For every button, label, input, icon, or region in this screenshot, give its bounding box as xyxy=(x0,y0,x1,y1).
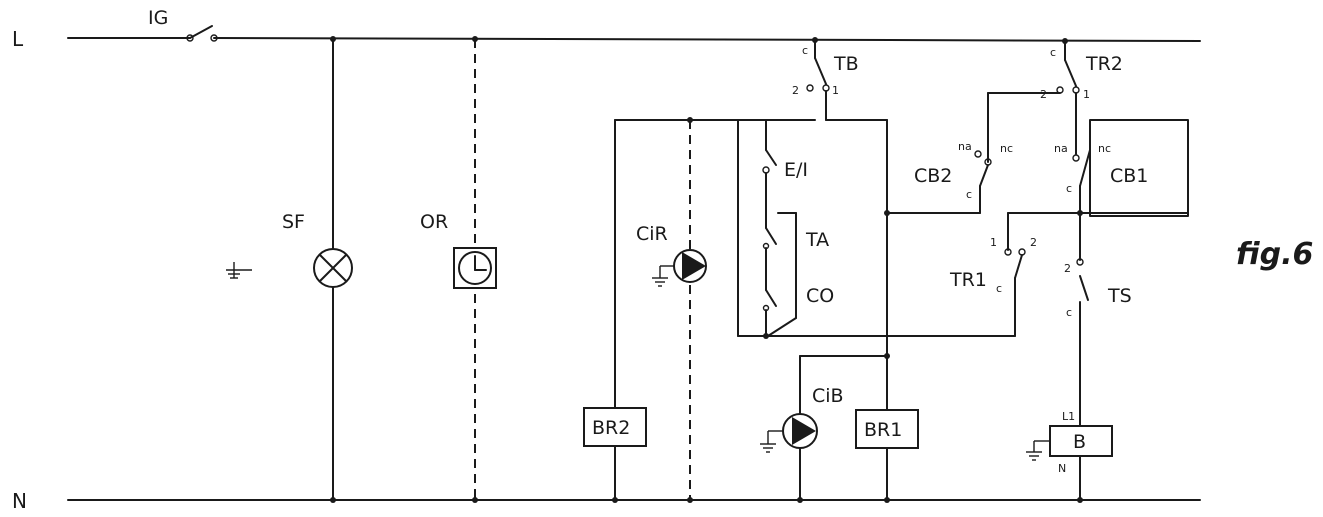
neutral-rail-label: N xyxy=(12,489,27,513)
sf-label: SF xyxy=(282,211,305,233)
tb-pin-c: c xyxy=(802,44,808,57)
cb2-pin-c: c xyxy=(966,188,972,201)
tr1-pin-c: c xyxy=(996,282,1002,295)
co-label: CO xyxy=(806,285,834,307)
cib-label: CiB xyxy=(812,385,844,407)
cib-pump-icon xyxy=(782,413,818,449)
tr1-pin-2: 2 xyxy=(1030,236,1037,249)
ta-switch: TA xyxy=(762,227,829,251)
b-pin-l1: L1 xyxy=(1062,410,1075,423)
cb1-pin-nc: nc xyxy=(1098,142,1111,155)
tr2-switch: TR2 c 2 1 xyxy=(1040,40,1123,101)
cb1-label: CB1 xyxy=(1110,165,1148,187)
line-rail-right xyxy=(213,37,1201,42)
tr1-switch: TR1 1 2 c xyxy=(949,236,1037,295)
cb2-pin-nc: nc xyxy=(1000,142,1013,155)
cb1-pin-na: na xyxy=(1054,142,1068,155)
cb2-switch: CB2 na nc c xyxy=(914,140,1013,201)
b-earth-icon xyxy=(1026,440,1050,461)
b-label: B xyxy=(1073,431,1086,453)
tr2-label: TR2 xyxy=(1085,53,1123,75)
tb-label: TB xyxy=(833,53,859,75)
tr2-pin-c: c xyxy=(1050,46,1056,59)
ts-switch: TS 2 c xyxy=(1064,258,1132,319)
tr2-pin-1: 1 xyxy=(1083,88,1090,101)
ts-label: TS xyxy=(1107,285,1132,307)
tb-pin-1: 1 xyxy=(832,84,839,97)
br2-box xyxy=(583,407,647,447)
tb-pin-2: 2 xyxy=(792,84,799,97)
ig-switch: IG xyxy=(148,7,218,42)
ig-label: IG xyxy=(148,7,168,29)
figure-label: fig.6 xyxy=(1236,237,1313,272)
tb-switch: TB c 2 1 xyxy=(792,39,859,121)
cir-earth-icon xyxy=(652,265,674,287)
cb1-switch: CB1 na nc c xyxy=(1054,142,1148,195)
cir-label: CiR xyxy=(636,223,668,245)
cb1-box xyxy=(1089,119,1189,217)
or-label: OR xyxy=(420,211,448,233)
line-rail-label: L xyxy=(12,27,24,51)
ta-label: TA xyxy=(805,229,829,251)
ei-switch: E/I xyxy=(762,149,808,181)
cb1-pin-c: c xyxy=(1066,182,1072,195)
tr2-pin-2: 2 xyxy=(1040,88,1047,101)
cb2-label: CB2 xyxy=(914,165,952,187)
cib-earth-icon xyxy=(760,430,783,453)
tr1-pin-1: 1 xyxy=(990,236,997,249)
br1-box xyxy=(855,409,919,449)
tr1-label: TR1 xyxy=(949,269,987,291)
br2-label: BR2 xyxy=(592,417,630,439)
ts-pin-2: 2 xyxy=(1064,262,1071,275)
earth-icon xyxy=(226,262,252,279)
br1-label: BR1 xyxy=(864,419,902,441)
ts-pin-c: c xyxy=(1066,306,1072,319)
sf-lamp-icon xyxy=(313,248,353,288)
cir-pump-icon xyxy=(673,249,707,283)
or-clock-icon xyxy=(453,247,497,289)
cb2-pin-na: na xyxy=(958,140,972,153)
ei-label: E/I xyxy=(784,159,808,181)
co-switch: CO xyxy=(762,285,834,312)
b-pin-n: N xyxy=(1058,462,1066,475)
